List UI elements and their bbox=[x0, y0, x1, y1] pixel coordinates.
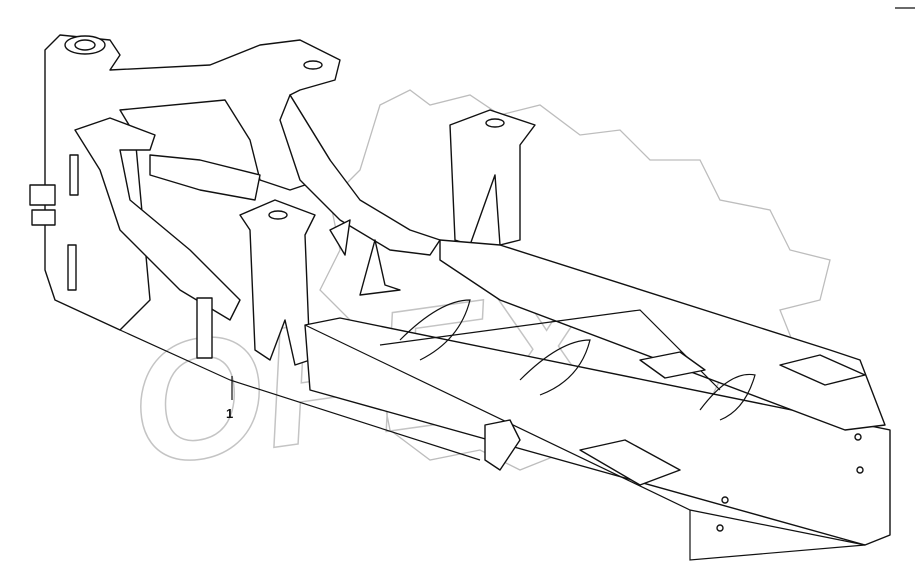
part-callout-1: 1 bbox=[226, 406, 234, 421]
arms bbox=[74, 94, 441, 321]
main-frame bbox=[119, 219, 891, 561]
